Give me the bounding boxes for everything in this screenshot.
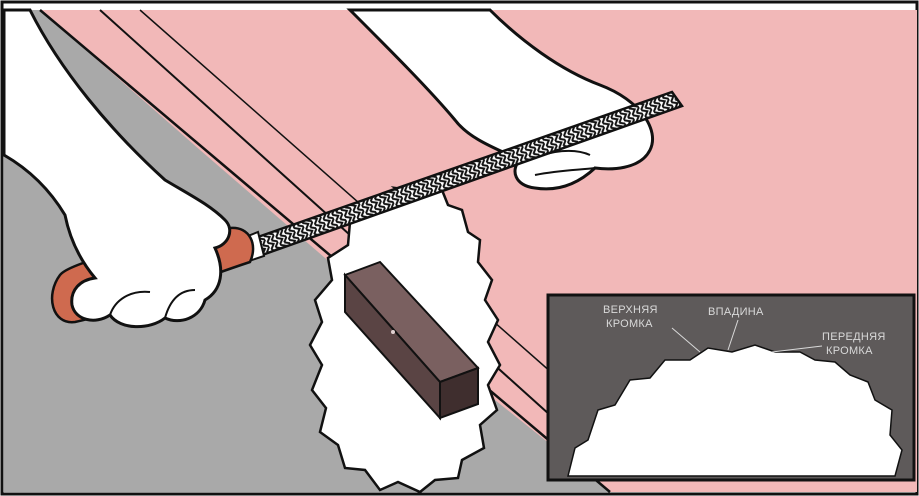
inset-detail: ВЕРХНЯЯ КРОМКА ВПАДИНА ПЕРЕДНЯЯ КРОМКА (548, 295, 914, 480)
label-front-edge-1: ПЕРЕДНЯЯ (822, 331, 886, 343)
label-top-edge-1: ВЕРХНЯЯ (603, 304, 658, 316)
label-top-edge-2: КРОМКА (606, 318, 653, 330)
label-front-edge-2: КРОМКА (826, 345, 873, 357)
label-gullet: ВПАДИНА (708, 306, 764, 318)
